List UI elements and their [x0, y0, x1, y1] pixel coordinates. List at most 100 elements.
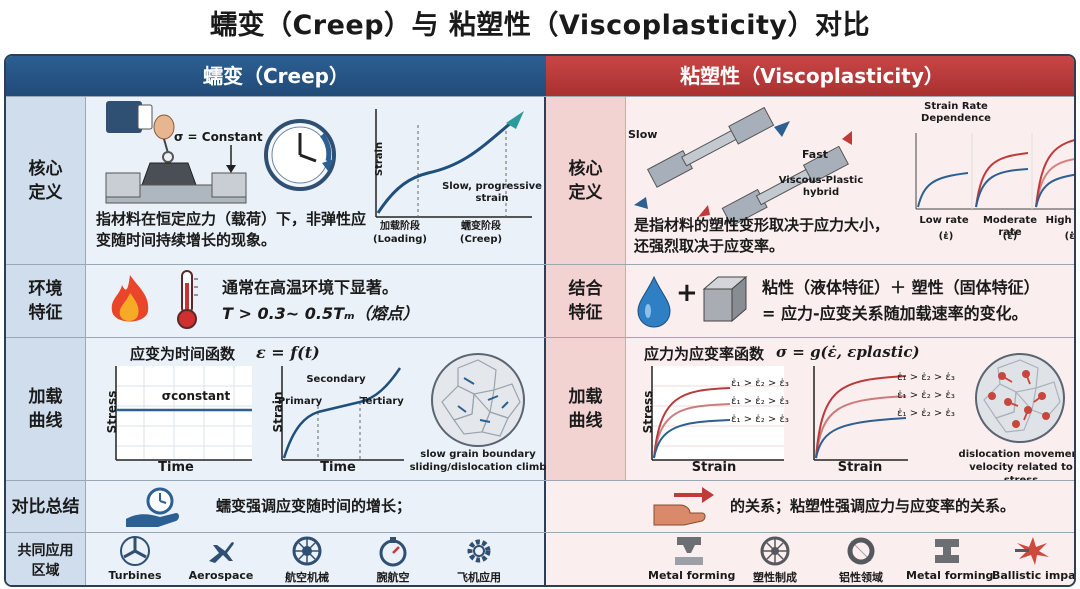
visco-formula: σ = g(ε̇, εplastic) [776, 343, 920, 361]
rate-order-label-5: ε̇₁ > ε̇₂ > ε̇₃ [897, 390, 955, 401]
low-rate-label: Low rate [919, 215, 969, 226]
moderate-rate-label: Moderate rate [982, 215, 1037, 238]
gauge-icon [379, 537, 407, 567]
moderate-rate-symbol: (ε̇) [1002, 231, 1018, 242]
clock-icon [264, 119, 336, 191]
viscoplasticity-applications-cell: Metal forming 塑性制成 铝性领域 Metal forming Ba… [546, 533, 1074, 585]
slow-label: Slow [628, 128, 658, 141]
airplane-icon [209, 542, 234, 563]
row-summary: 对比总结 蠕变强调应变随时间的增长； 的关系；粘塑性强调应力与应变率的关系。 [6, 480, 1074, 532]
app-aviation: 腕航空 [352, 535, 434, 585]
creep-curve-heading: 应变为时间函数 [130, 345, 236, 363]
loading-stage-label: 加载阶段 [380, 221, 420, 232]
axis-label-stress-left: Stress [105, 390, 119, 434]
app-aerospace: Aerospace [180, 535, 262, 585]
row-loading-curves: 加载曲线 应变为时间函数 ε = f(t) S [6, 337, 1074, 486]
creep-curves-cell: 加载曲线 应变为时间函数 ε = f(t) S [6, 338, 546, 480]
comparison-board: 蠕变（Creep） 粘塑性（Viscoplasticity） 核心定义 σ = [4, 54, 1076, 587]
hand-arrow-icon [653, 487, 714, 526]
app-aviation-machinery: 航空机械 [266, 535, 348, 585]
creep-applications-cell: 共同应用区域 Turbines Aerospace 航空机械 腕航空 [6, 533, 546, 585]
sigma-constant-line-label: σconstant [161, 389, 231, 403]
viscous-plastic-hybrid-label: Viscous-Plastic hybrid [778, 175, 864, 198]
rate-order-label-6: ε̇₁ > ε̇₂ > ε̇₃ [897, 408, 955, 419]
rate-order-label-2: ε̇₁ > ε̇₂ > ε̇₃ [731, 396, 789, 407]
row-label-core-definition-right: 核心定义 [546, 97, 626, 264]
app-metal-forming-2: Metal forming [906, 535, 993, 585]
row-label-combination: 结合特征 [546, 265, 626, 337]
row-environment-features: 环境特征 通常在高温环境下显著。 T > 0.3~ 0.5Tₘ（熔点） [6, 264, 1074, 337]
high-temperature-text: 通常在高温环境下显著。 [222, 278, 399, 297]
three-stage-creep-chart [281, 366, 404, 461]
creep-summary-cell: 对比总结 蠕变强调应变随时间的增长； [6, 481, 546, 532]
axis-label-strain-right-2: Strain [837, 460, 883, 475]
grain-sliding-caption: slow grain boundary sliding/dislocation … [409, 449, 547, 473]
creep-definition-text: 指材料在恒定应力（载荷）下，非弹性应变随时间持续增长的现象。 [96, 210, 367, 249]
slow-progressive-note: Slow, progressive strain [442, 181, 542, 204]
plus-symbol: + [676, 278, 698, 308]
row-applications: 共同应用区域 Turbines Aerospace 航空机械 腕航空 [6, 532, 1074, 585]
viscous-plastic-combination-text: 粘性（液体特征）＋ 塑性（固体特征） [762, 278, 1040, 297]
creep-strain-time-chart [375, 109, 532, 218]
visco-curve-heading: 应力为应变率函数 [644, 345, 765, 363]
low-rate-symbol: (ε̇) [938, 231, 954, 242]
solid-cube-icon [702, 275, 748, 323]
row-label-core-definition-left: 核心定义 [6, 97, 86, 264]
dislocation-movement-icon [975, 353, 1065, 443]
viscoplasticity-summary-cell: 的关系；粘塑性强调应力与应变率的关系。 [546, 481, 1074, 532]
liquid-drop-icon [637, 275, 671, 328]
viscoplasticity-definition-text: 是指材料的塑性变形取决于应力大小，还强烈取决于应变率。 [634, 216, 890, 255]
thermometer-icon [177, 270, 198, 329]
row-label-loading-curves-left: 加载曲线 [6, 338, 86, 480]
app-ballistic-impact: Ballistic impact [992, 535, 1074, 585]
die-forming-icon [935, 539, 959, 563]
creep-summary-text: 蠕变强调应变随时间的增长； [216, 497, 412, 515]
sigma-constant-label: σ = Constant [174, 130, 263, 144]
impact-burst-icon [1015, 537, 1049, 565]
axis-label-time-2: Time [320, 460, 356, 475]
high-rate-symbol: (ε̇) [1064, 231, 1075, 242]
axis-label-time-1: Time [158, 460, 194, 475]
turbine-icon [120, 536, 150, 566]
creep-stage-en: (Creep) [459, 234, 503, 245]
stress-strain-rate-chart-2 [813, 366, 908, 461]
hand-clock-icon [126, 487, 179, 527]
creep-definition-cell: 核心定义 σ = Constant [6, 97, 546, 264]
stress-time-chart [115, 366, 252, 461]
secondary-stage-label: Secondary [306, 374, 366, 385]
row-label-environment: 环境特征 [6, 265, 86, 337]
viscoplasticity-curves-cell: 加载曲线 应力为应变率函数 σ = g(ε̇, εplastic) St [546, 338, 1074, 486]
rate-order-label-1: ε̇₁ > ε̇₂ > ε̇₃ [731, 378, 789, 389]
row-label-summary: 对比总结 [6, 481, 86, 532]
jet-engine-icon [292, 536, 322, 566]
app-turbines: Turbines [94, 535, 176, 585]
press-forming-icon [675, 537, 703, 565]
wheel-icon [760, 536, 790, 566]
app-metal-forming-1: Metal forming [648, 535, 735, 585]
melting-point-formula: T > 0.3~ 0.5Tₘ（熔点） [222, 304, 419, 323]
axis-label-strain: Strain [374, 141, 385, 177]
rate-order-label-4: ε̇₁ > ε̇₂ > ε̇₃ [897, 372, 955, 383]
ring-icon [847, 537, 875, 565]
viscoplasticity-combination-cell: 结合特征 + 粘性（液体特征）＋ 塑性（固体特征） = 应力-应变关系随加载速率… [546, 265, 1074, 337]
app-aircraft: 飞机应用 [438, 535, 520, 585]
strain-rate-curves-chart [915, 133, 1074, 210]
creep-environment-cell: 环境特征 通常在高温环境下显著。 T > 0.3~ 0.5Tₘ（熔点） [6, 265, 546, 337]
fast-label: Fast [801, 148, 829, 161]
strain-rate-dependence-label: Strain Rate Dependence [921, 101, 991, 124]
tertiary-stage-label: Tertiary [360, 396, 404, 407]
sigma-arrow-icon [226, 145, 236, 173]
visco-summary-text: 的关系；粘塑性强调应力与应变率的关系。 [730, 497, 1016, 515]
constant-load-specimen-illustration [105, 101, 247, 204]
gear-icon [467, 539, 491, 563]
creep-stage-label: 蠕变阶段 [461, 221, 501, 232]
app-aluminum-field: 铝性领域 [820, 535, 902, 585]
grain-boundary-microstructure-icon [431, 353, 525, 447]
stress-strain-rate-chart-1 [651, 366, 784, 461]
viscoplasticity-definition-cell: 核心定义 [546, 97, 1075, 264]
viscoplasticity-column-header: 粘塑性（Viscoplasticity） [546, 56, 1074, 96]
page-title: 蠕变（Creep）与 粘塑性（Viscoplasticity）对比 [209, 10, 871, 41]
row-label-loading-curves-right: 加载曲线 [546, 338, 626, 480]
loading-stage-en: (Loading) [373, 234, 427, 245]
creep-formula: ε = f(t) [256, 343, 320, 362]
